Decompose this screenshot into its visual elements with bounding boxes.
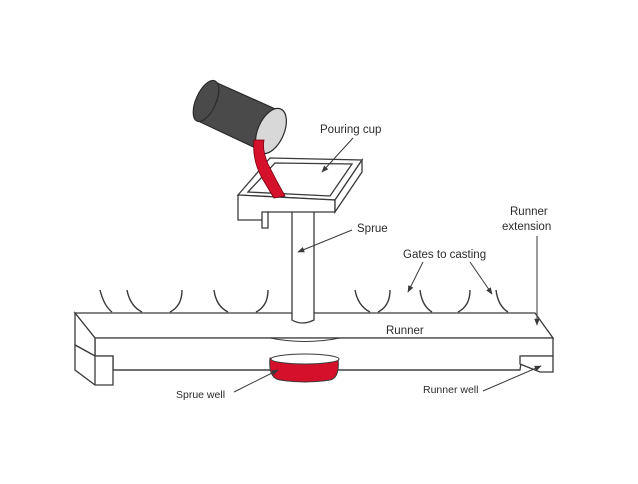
runner-well-arrow xyxy=(482,365,542,392)
pouring-cup-arrow xyxy=(321,137,354,173)
label-runner-well: Runner well xyxy=(423,384,478,396)
sprue-well-arrow xyxy=(233,369,279,393)
label-sprue-well: Sprue well xyxy=(176,389,225,401)
gates-arrow-left xyxy=(407,261,424,293)
label-gates-to-casting: Gates to casting xyxy=(403,249,486,261)
sprue-arrow xyxy=(297,229,353,253)
label-sprue: Sprue xyxy=(357,223,388,235)
molten-metal-stream xyxy=(253,139,286,199)
ladle xyxy=(192,79,287,155)
gates xyxy=(99,289,509,313)
gates-arrow-right xyxy=(469,261,493,295)
sprue-well xyxy=(269,353,340,383)
label-pouring-cup: Pouring cup xyxy=(320,124,381,136)
label-runner-extension-2: extension xyxy=(502,221,551,233)
sprue xyxy=(269,209,341,343)
label-runner-extension-1: Runner xyxy=(510,206,548,218)
label-runner: Runner xyxy=(386,325,424,337)
leader-lines xyxy=(233,137,542,393)
